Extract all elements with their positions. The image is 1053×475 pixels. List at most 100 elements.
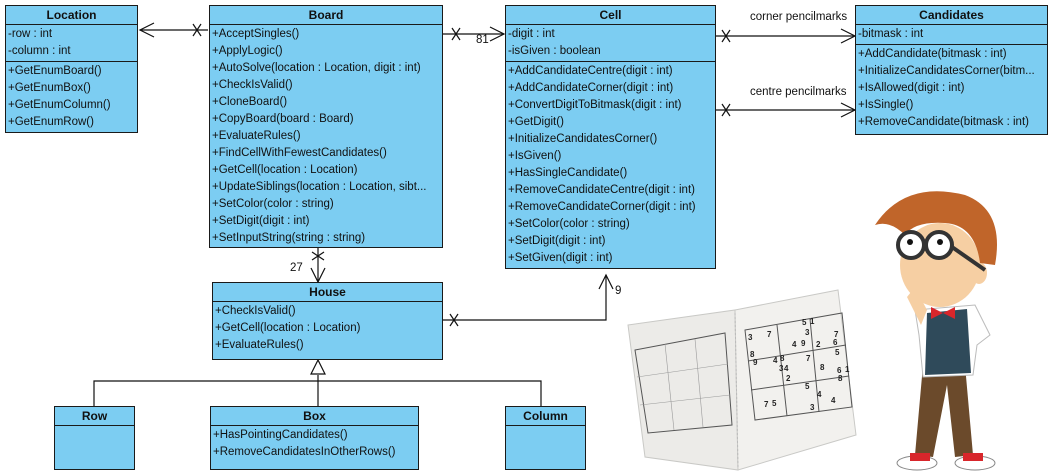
operation: +InitializeCandidatesCorner(bitm...	[858, 65, 1035, 77]
generalization-triangle	[310, 358, 326, 375]
svg-text:8: 8	[838, 374, 843, 383]
board-location-x-mark	[192, 23, 202, 37]
centre-pencilmarks-label: centre pencilmarks	[750, 86, 847, 98]
attribute: -row : int	[8, 28, 53, 40]
class-location[interactable]: Location -row : int -column : int +GetEn…	[5, 5, 138, 133]
svg-text:5: 5	[772, 399, 777, 408]
operations: +AcceptSingles() +ApplyLogic() +AutoSolv…	[210, 25, 442, 248]
operation: +RemoveCandidateCorner(digit : int)	[508, 201, 696, 213]
attributes: -digit : int -isGiven : boolean	[506, 25, 715, 62]
class-name: Row	[55, 407, 134, 426]
class-row[interactable]: Row	[54, 406, 135, 470]
svg-text:5: 5	[802, 318, 807, 327]
svg-text:2: 2	[786, 374, 791, 383]
operation: +UpdateSiblings(location : Location, sib…	[212, 181, 427, 193]
svg-text:2: 2	[816, 340, 821, 349]
operation: +SetDigit(digit : int)	[212, 215, 310, 227]
svg-text:7: 7	[764, 400, 769, 409]
svg-text:8: 8	[780, 354, 785, 363]
operation: +EvaluateRules()	[215, 339, 304, 351]
class-candidates[interactable]: Candidates -bitmask : int +AddCandidate(…	[855, 5, 1048, 135]
location-arrowhead	[138, 22, 155, 38]
attribute: -bitmask : int	[858, 28, 924, 40]
operations: +CheckIsValid() +GetCell(location : Loca…	[213, 302, 442, 355]
board-house-x-mark	[311, 251, 325, 261]
operation: +ApplyLogic()	[212, 45, 283, 57]
operations: +AddCandidateCentre(digit : int) +AddCan…	[506, 62, 715, 268]
operation: +RemoveCandidatesInOtherRows()	[213, 446, 396, 458]
class-name: House	[213, 283, 442, 302]
operation: +RemoveCandidateCentre(digit : int)	[508, 184, 695, 196]
class-name: Box	[211, 407, 418, 426]
cell-up-arrowhead	[598, 273, 614, 290]
operation: +AddCandidateCorner(digit : int)	[508, 82, 674, 94]
operation: +GetCell(location : Location)	[212, 164, 358, 176]
svg-text:3: 3	[748, 333, 753, 342]
attributes: -bitmask : int	[856, 25, 1047, 45]
operation: +GetEnumBox()	[8, 82, 91, 94]
operation: +IsSingle()	[858, 99, 914, 111]
class-column[interactable]: Column	[505, 406, 586, 470]
operations: +GetEnumBoard() +GetEnumBox() +GetEnumCo…	[6, 62, 137, 132]
svg-text:3: 3	[779, 364, 784, 373]
svg-text:5: 5	[805, 382, 810, 391]
svg-text:7: 7	[834, 330, 839, 339]
class-cell[interactable]: Cell -digit : int -isGiven : boolean +Ad…	[505, 5, 716, 269]
class-name: Cell	[506, 6, 715, 25]
operation: +AddCandidate(bitmask : int)	[858, 48, 1007, 60]
class-name: Location	[6, 6, 137, 25]
svg-text:3: 3	[810, 403, 815, 412]
svg-text:5: 5	[835, 348, 840, 357]
operation: +CheckIsValid()	[212, 79, 293, 91]
operation: +GetEnumRow()	[8, 116, 94, 128]
operation: +EvaluateRules()	[212, 130, 301, 142]
operation: +ConvertDigitToBitmask(digit : int)	[508, 99, 682, 111]
svg-text:7: 7	[767, 330, 772, 339]
multiplicity-81: 81	[476, 34, 489, 46]
svg-text:4: 4	[784, 364, 789, 373]
class-box[interactable]: Box +HasPointingCandidates() +RemoveCand…	[210, 406, 419, 470]
svg-text:3: 3	[805, 328, 810, 337]
operation: +GetCell(location : Location)	[215, 322, 361, 334]
attributes: -row : int -column : int	[6, 25, 137, 62]
operations: +HasPointingCandidates() +RemoveCandidat…	[211, 426, 418, 462]
svg-text:4: 4	[773, 356, 778, 365]
operation: +RemoveCandidate(bitmask : int)	[858, 116, 1029, 128]
operation: +SetColor(color : string)	[508, 218, 630, 230]
svg-text:1: 1	[845, 365, 850, 374]
svg-text:4: 4	[831, 396, 836, 405]
svg-text:9: 9	[753, 358, 758, 367]
svg-text:4: 4	[817, 390, 822, 399]
operation: +IsGiven()	[508, 150, 562, 162]
corner-x-mark	[721, 29, 731, 43]
multiplicity-9: 9	[615, 285, 622, 297]
operation: +HasPointingCandidates()	[213, 429, 348, 441]
operation: +SetInputString(string : string)	[212, 232, 366, 244]
house-cell-association	[443, 275, 607, 321]
operation: +CheckIsValid()	[215, 305, 296, 317]
class-name: Board	[210, 6, 442, 25]
operation: +SetColor(color : string)	[212, 198, 334, 210]
attribute: -column : int	[8, 45, 71, 57]
svg-text:4: 4	[792, 340, 797, 349]
operation: +GetEnumColumn()	[8, 99, 111, 111]
attribute: -digit : int	[508, 28, 555, 40]
operation: +CloneBoard()	[212, 96, 288, 108]
class-name: Column	[506, 407, 585, 426]
class-name: Candidates	[856, 6, 1047, 25]
svg-text:8: 8	[750, 350, 755, 359]
class-house[interactable]: House +CheckIsValid() +GetCell(location …	[212, 282, 443, 360]
svg-text:7: 7	[806, 354, 811, 363]
generalization-lines	[93, 380, 542, 406]
operation: +GetDigit()	[508, 116, 564, 128]
thinking-boy-illustration	[875, 191, 997, 471]
svg-text:1: 1	[810, 317, 815, 326]
class-board[interactable]: Board +AcceptSingles() +ApplyLogic() +Au…	[209, 5, 443, 248]
centre-x-mark	[721, 103, 731, 117]
multiplicity-27: 27	[290, 262, 303, 274]
corner-pencilmarks-label: corner pencilmarks	[750, 11, 848, 23]
house-cell-x-mark	[449, 313, 459, 327]
operation: +AutoSolve(location : Location, digit : …	[212, 62, 421, 74]
cell-arrowhead	[489, 26, 506, 42]
